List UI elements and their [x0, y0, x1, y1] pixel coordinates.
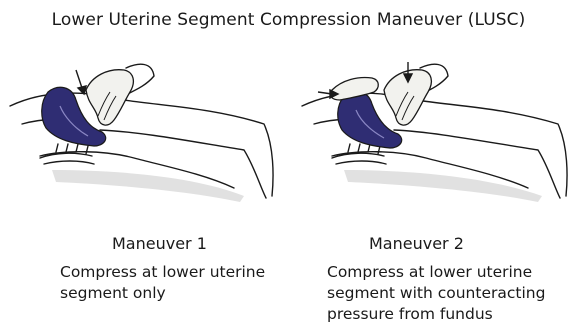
figure-title: Lower Uterine Segment Compression Maneuv… — [0, 10, 577, 30]
ground-shadow — [52, 170, 244, 202]
description-line: segment with counteracting — [327, 283, 575, 304]
perineum-lines — [40, 153, 94, 164]
hand-shape — [86, 70, 133, 125]
maneuver-2-description: Compress at lower uterine segment with c… — [327, 262, 575, 325]
maneuver-1-illustration — [4, 46, 286, 218]
perineum-lines — [332, 153, 386, 164]
maneuver-1-label: Maneuver 1 — [112, 234, 207, 253]
down-arrow-icon — [76, 70, 86, 94]
description-line: Compress at lower uterine — [60, 262, 300, 283]
ground-shadow — [344, 170, 542, 202]
maneuver-2-illustration — [296, 46, 577, 218]
maneuver-2-label: Maneuver 2 — [369, 234, 464, 253]
fundal-hand-shape — [330, 78, 378, 101]
description-line: pressure from fundus — [327, 304, 575, 325]
maneuver-1-description: Compress at lower uterine segment only — [60, 262, 300, 304]
description-line: segment only — [60, 283, 300, 304]
description-line: Compress at lower uterine — [327, 262, 575, 283]
